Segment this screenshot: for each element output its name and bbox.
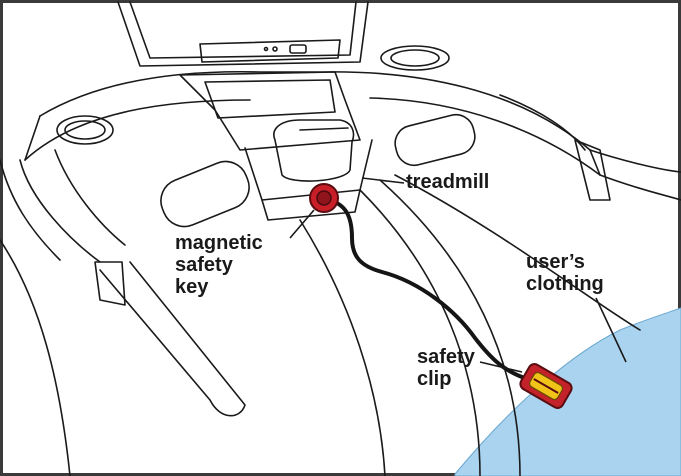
label-magnetic-safety-key: magnetic safety key (175, 232, 263, 298)
label-users-clothing: user’s clothing (526, 251, 604, 295)
magnetic-key-icon (310, 184, 338, 212)
center-tray (180, 72, 372, 220)
label-safety-clip: safety clip (417, 346, 475, 390)
console-display (118, 2, 368, 66)
label-treadmill: treadmill (406, 171, 489, 193)
leader-key (290, 210, 314, 238)
